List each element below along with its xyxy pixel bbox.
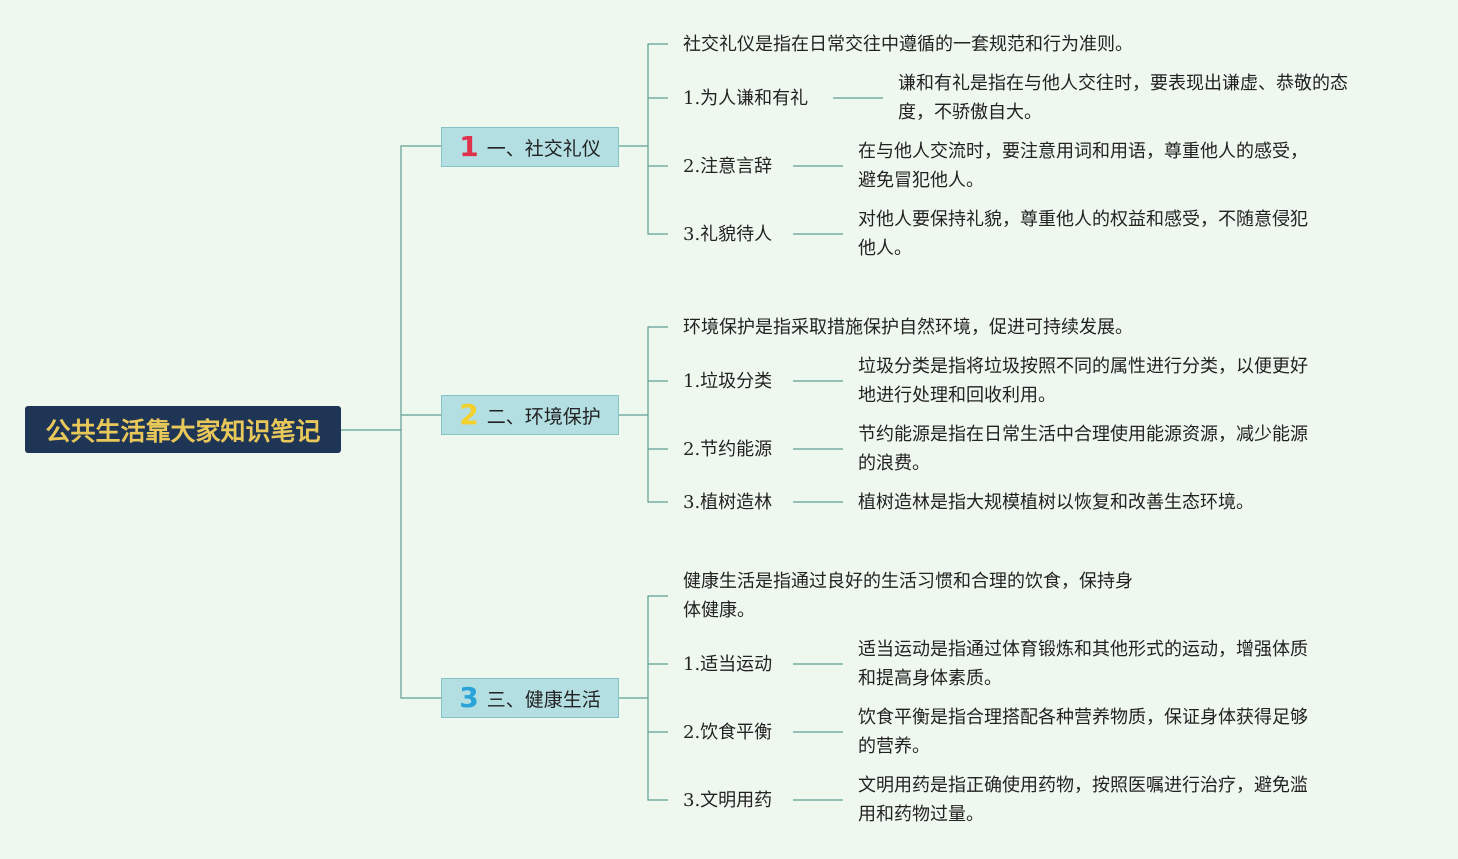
branch-node-healthy-living[interactable]: 3 三、健康生活 xyxy=(441,678,619,718)
branch-definition: 社交礼仪是指在日常交往中遵循的一套规范和行为准则。 xyxy=(683,34,1133,55)
description-line: 避免冒犯他人。 xyxy=(858,170,984,191)
subtopic-label[interactable]: 2.节约能源 xyxy=(683,439,773,460)
subtopic-description: 在与他人交流时，要注意用词和用语，尊重他人的感受， 避免冒犯他人。 xyxy=(858,137,1308,195)
description-line: 垃圾分类是指将垃圾按照不同的属性进行分类，以便更好 xyxy=(858,356,1308,377)
description-line: 节约能源是指在日常生活中合理使用能源资源，减少能源 xyxy=(858,424,1308,445)
subtopic-description: 饮食平衡是指合理搭配各种营养物质，保证身体获得足够 的营养。 xyxy=(858,703,1308,761)
branch-label: 一、社交礼仪 xyxy=(486,137,601,160)
subtopic-label[interactable]: 1.为人谦和有礼 xyxy=(683,88,809,109)
description-line: 度，不骄傲自大。 xyxy=(898,102,1042,123)
branch-number: 3 xyxy=(459,681,479,714)
subtopic-description: 节约能源是指在日常生活中合理使用能源资源，减少能源 的浪费。 xyxy=(858,420,1308,478)
description-line: 地进行处理和回收利用。 xyxy=(858,385,1056,406)
root-label: 公共生活靠大家知识笔记 xyxy=(45,416,321,446)
subtopic-label[interactable]: 1.适当运动 xyxy=(683,654,773,675)
description-line: 用和药物过量。 xyxy=(858,804,984,825)
root-node[interactable]: 公共生活靠大家知识笔记 xyxy=(25,406,341,453)
subtopic-label[interactable]: 3.文明用药 xyxy=(683,790,773,811)
branch-definition: 环境保护是指采取措施保护自然环境，促进可持续发展。 xyxy=(683,317,1133,338)
description-line: 文明用药是指正确使用药物，按照医嘱进行治疗，避免滥 xyxy=(858,775,1308,796)
description-line: 适当运动是指通过体育锻炼和其他形式的运动，增强体质 xyxy=(858,639,1308,660)
subtopic-label[interactable]: 3.礼貌待人 xyxy=(683,224,773,245)
subtopic-description: 植树造林是指大规模植树以恢复和改善生态环境。 xyxy=(858,488,1254,517)
description-line: 植树造林是指大规模植树以恢复和改善生态环境。 xyxy=(858,492,1254,513)
subtopic-description: 谦和有礼是指在与他人交往时，要表现出谦虚、恭敬的态 度，不骄傲自大。 xyxy=(898,69,1348,127)
definition-line: 健康生活是指通过良好的生活习惯和合理的饮食，保持身 xyxy=(683,571,1133,592)
subtopic-label[interactable]: 2.饮食平衡 xyxy=(683,722,773,743)
subtopic-label[interactable]: 3.植树造林 xyxy=(683,492,773,513)
branch-definition: 健康生活是指通过良好的生活习惯和合理的饮食，保持身 体健康。 xyxy=(683,567,1133,625)
description-line: 他人。 xyxy=(858,238,912,259)
branch-number: 2 xyxy=(459,398,479,431)
subtopic-label[interactable]: 1.垃圾分类 xyxy=(683,371,773,392)
branch-label: 三、健康生活 xyxy=(486,688,601,711)
description-line: 饮食平衡是指合理搭配各种营养物质，保证身体获得足够 xyxy=(858,707,1308,728)
subtopic-description: 适当运动是指通过体育锻炼和其他形式的运动，增强体质 和提高身体素质。 xyxy=(858,635,1308,693)
branch-number: 1 xyxy=(459,130,479,163)
description-line: 谦和有礼是指在与他人交往时，要表现出谦虚、恭敬的态 xyxy=(898,73,1348,94)
branch-node-social-etiquette[interactable]: 1 一、社交礼仪 xyxy=(441,127,619,167)
subtopic-description: 文明用药是指正确使用药物，按照医嘱进行治疗，避免滥 用和药物过量。 xyxy=(858,771,1308,829)
description-line: 在与他人交流时，要注意用词和用语，尊重他人的感受， xyxy=(858,141,1308,162)
description-line: 的浪费。 xyxy=(858,453,930,474)
subtopic-description: 垃圾分类是指将垃圾按照不同的属性进行分类，以便更好 地进行处理和回收利用。 xyxy=(858,352,1308,410)
subtopic-label[interactable]: 2.注意言辞 xyxy=(683,156,773,177)
description-line: 对他人要保持礼貌，尊重他人的权益和感受，不随意侵犯 xyxy=(858,209,1308,230)
subtopic-description: 对他人要保持礼貌，尊重他人的权益和感受，不随意侵犯 他人。 xyxy=(858,205,1308,263)
definition-line: 体健康。 xyxy=(683,600,755,621)
branch-node-environment[interactable]: 2 二、环境保护 xyxy=(441,395,619,435)
description-line: 的营养。 xyxy=(858,736,930,757)
description-line: 和提高身体素质。 xyxy=(858,668,1002,689)
branch-label: 二、环境保护 xyxy=(486,405,601,428)
